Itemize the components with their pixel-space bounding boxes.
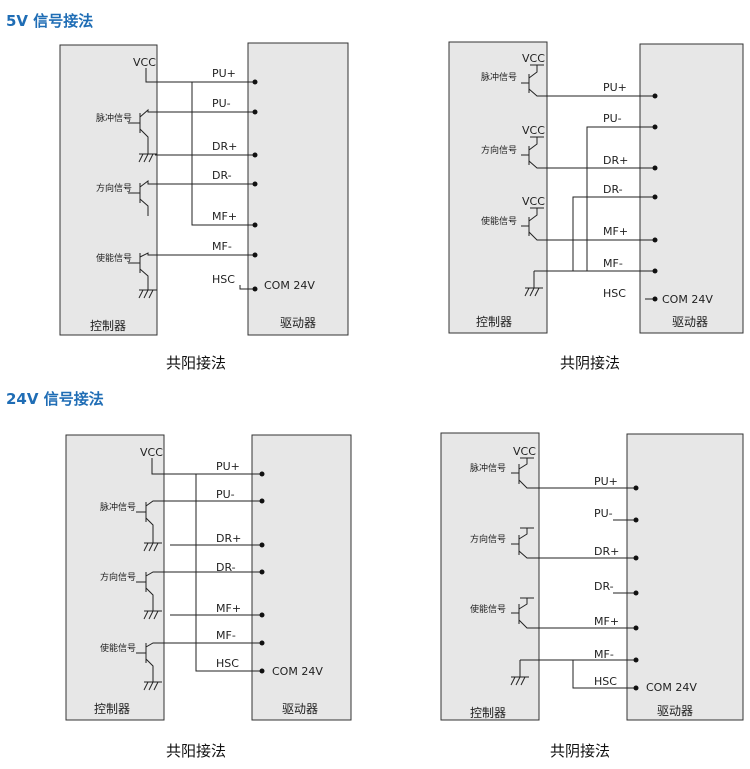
com-label: COM 24V <box>264 279 315 292</box>
driver-box <box>639 43 744 334</box>
pin-label: PU+ <box>603 81 627 94</box>
pin-label: MF+ <box>212 210 237 223</box>
pin-label: PU+ <box>212 67 236 80</box>
pin-label: MF+ <box>216 602 241 615</box>
pin-label: MF- <box>594 648 614 661</box>
section-title-24v: 24V 信号接法 <box>6 390 104 408</box>
signal-label: 方向信号 <box>470 533 506 545</box>
pin-label: HSC <box>594 675 617 688</box>
controller-label: 控制器 <box>476 315 512 329</box>
section-title-5v: 5V 信号接法 <box>6 12 94 30</box>
diagram-5v-common-cathode: 控制器 驱动器 VCC VCC VCC 脉冲信号 方向信号 使能信号 PU+ P… <box>448 41 744 334</box>
signal-label: 方向信号 <box>481 144 517 156</box>
pin-label: MF+ <box>594 615 619 628</box>
driver-box <box>247 42 349 336</box>
controller-label: 控制器 <box>94 702 130 716</box>
vcc-label: VCC <box>522 195 545 208</box>
pin-label: MF- <box>216 629 236 642</box>
caption-common-cathode: 共阴接法 <box>550 742 611 760</box>
signal-label: 方向信号 <box>100 571 136 583</box>
pin-label: MF- <box>603 257 623 270</box>
driver-box <box>251 434 352 721</box>
pin-label: PU- <box>212 97 231 110</box>
driver-label: 驱动器 <box>657 704 693 718</box>
pin-label: DR- <box>212 169 232 182</box>
diagram-5v-common-anode: 控制器 驱动器 VCC 脉冲信号 方向信号 使能信号 PU+ PU- DR+ D… <box>59 42 349 336</box>
driver-label: 驱动器 <box>672 315 708 329</box>
signal-label: 使能信号 <box>100 642 136 654</box>
signal-label: 使能信号 <box>470 603 506 615</box>
driver-box <box>626 433 744 721</box>
vcc-label: VCC <box>133 56 156 69</box>
vcc-label: VCC <box>140 446 163 459</box>
signal-label: 脉冲信号 <box>96 112 132 124</box>
pin-label: HSC <box>603 287 626 300</box>
pin-label: DR+ <box>216 532 241 545</box>
pin-label: PU+ <box>594 475 618 488</box>
diagram-24v-common-cathode: 控制器 驱动器 VCC 脉冲信号 方向信号 使能信号 PU+ PU- DR+ D… <box>440 432 744 721</box>
controller-box <box>448 41 548 334</box>
pin-label: PU- <box>216 488 235 501</box>
caption-common-cathode: 共阴接法 <box>560 354 621 372</box>
com-label: COM 24V <box>272 665 323 678</box>
pin-label: DR- <box>603 183 623 196</box>
pin-label: PU- <box>594 507 613 520</box>
com-label: COM 24V <box>646 681 697 694</box>
pin-label: PU- <box>603 112 622 125</box>
signal-label: 脉冲信号 <box>100 501 136 513</box>
pin-label: DR- <box>216 561 236 574</box>
signal-label: 脉冲信号 <box>481 71 517 83</box>
vcc-label: VCC <box>513 445 536 458</box>
pin-label: MF+ <box>603 225 628 238</box>
vcc-label: VCC <box>522 124 545 137</box>
controller-box <box>59 44 158 336</box>
controller-label: 控制器 <box>90 319 126 333</box>
pin-label: DR+ <box>212 140 237 153</box>
controller-box <box>440 432 540 721</box>
signal-label: 使能信号 <box>481 215 517 227</box>
signal-label: 脉冲信号 <box>470 462 506 474</box>
pin-label: PU+ <box>216 460 240 473</box>
caption-common-anode: 共阳接法 <box>166 742 227 760</box>
controller-box <box>65 434 165 721</box>
signal-label: 方向信号 <box>96 182 132 194</box>
pin-label: DR- <box>594 580 614 593</box>
pin-label: MF- <box>212 240 232 253</box>
pin-label: HSC <box>212 273 235 286</box>
signal-label: 使能信号 <box>96 252 132 264</box>
controller-label: 控制器 <box>470 706 506 720</box>
com-label: COM 24V <box>662 293 713 306</box>
pin-label: HSC <box>216 657 239 670</box>
caption-common-anode: 共阳接法 <box>166 354 227 372</box>
diagram-24v-common-anode: 控制器 驱动器 VCC 脉冲信号 方向信号 使能信号 PU+ PU- DR+ D… <box>65 434 352 721</box>
driver-label: 驱动器 <box>282 702 318 716</box>
pin-label: DR+ <box>603 154 628 167</box>
pin-label: DR+ <box>594 545 619 558</box>
driver-label: 驱动器 <box>280 316 316 330</box>
vcc-label: VCC <box>522 52 545 65</box>
